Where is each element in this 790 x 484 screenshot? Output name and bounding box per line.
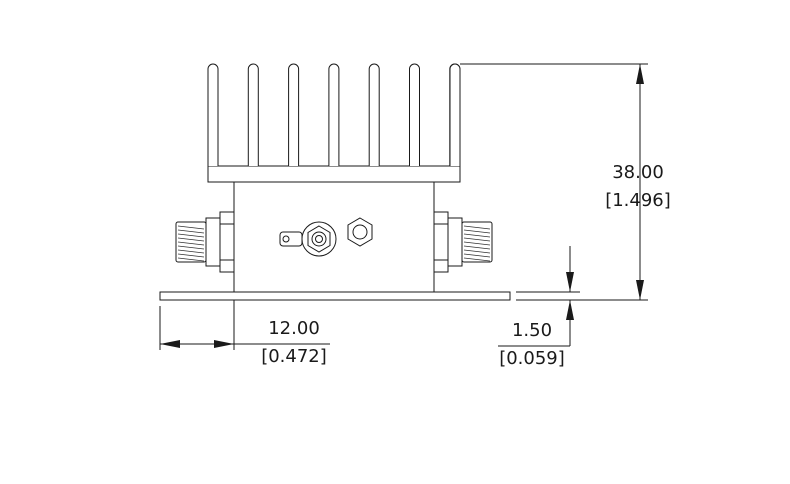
connector-thread: [177, 249, 205, 254]
heatsink-fin: [328, 63, 340, 166]
heatsink-fin: [409, 63, 420, 166]
connector-thread: [177, 237, 205, 242]
connector-thread: [463, 253, 491, 258]
heatsink-fin: [207, 63, 219, 166]
connector-thread: [463, 229, 491, 234]
thickness-dim-inch: [0.059]: [499, 348, 565, 369]
heatsink-fin: [247, 63, 259, 166]
connector-thread: [177, 233, 205, 238]
connector-thread: [177, 225, 205, 230]
connector-thread: [463, 257, 491, 262]
connector-thread: [177, 253, 205, 258]
heatsink-fin: [368, 63, 380, 166]
offset-dimension: 12.00 [0.472]: [159, 300, 330, 367]
connector-thread: [177, 241, 205, 246]
height-dimension: 38.00 [1.496]: [460, 63, 671, 301]
connector-thread: [463, 237, 491, 242]
sma-connector-left-icon: [175, 211, 235, 273]
connector-thread: [463, 233, 491, 238]
heatsink-icon: [207, 63, 461, 183]
height-dim-inch: [1.496]: [605, 190, 671, 211]
heatsink-fin: [288, 63, 300, 166]
mounting-flange: [159, 291, 511, 301]
connector-thread: [463, 241, 491, 246]
height-dim-mm: 38.00: [612, 162, 664, 183]
hex-nut-icon: [347, 217, 373, 247]
connector-thread: [177, 257, 205, 262]
thickness-dimension: 1.50 [0.059]: [498, 246, 580, 369]
sma-connector-right-icon: [433, 211, 493, 273]
connector-thread: [177, 229, 205, 234]
solder-terminal-icon: [279, 221, 337, 257]
offset-dim-mm: 12.00: [268, 318, 320, 339]
heatsink-fin: [449, 63, 461, 166]
connector-thread: [463, 225, 491, 230]
connector-thread: [463, 245, 491, 250]
offset-dim-inch: [0.472]: [261, 346, 327, 367]
connector-thread: [177, 245, 205, 250]
connector-thread: [463, 249, 491, 254]
thickness-dim-mm: 1.50: [512, 320, 552, 341]
